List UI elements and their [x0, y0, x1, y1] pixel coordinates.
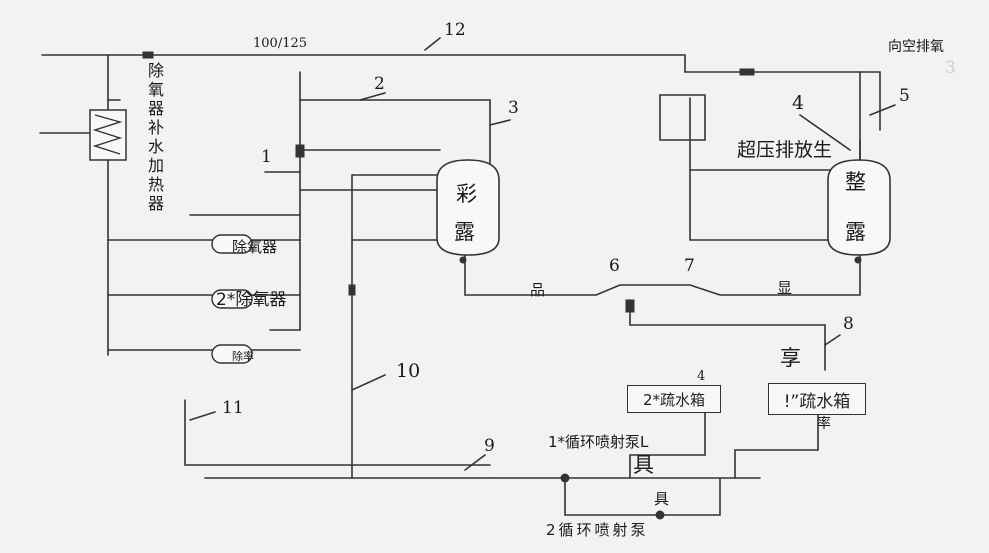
- label-deaerator-3: 除率: [232, 350, 254, 363]
- deaerator-2-shell: [211, 289, 253, 309]
- label-num-11: 11: [222, 398, 244, 418]
- label-deaerator-2: 2*除氧器: [216, 290, 287, 310]
- leader-8: [824, 334, 841, 346]
- tank-left-bottom: [464, 254, 597, 296]
- label-num-10: 10: [396, 360, 421, 382]
- label-num-12: 12: [444, 20, 466, 40]
- label-tank-right-1: 整: [845, 170, 866, 194]
- label-num-3-mid: 3: [508, 98, 519, 118]
- leader-10: [351, 374, 386, 391]
- drain-tank-2: 2*疏水箱: [627, 385, 721, 413]
- label-num-2: 2: [374, 74, 385, 94]
- valve-icon: [854, 256, 862, 264]
- valve-icon: [459, 256, 467, 264]
- label-pipe-size: 100/125: [253, 36, 308, 51]
- label-overpressure: 超压排放生: [737, 139, 833, 161]
- drain-tank-1: !”疏水箱: [768, 383, 866, 415]
- label-tank-right-2: 露: [845, 220, 866, 244]
- leader-12: [424, 37, 441, 51]
- makeup-heater-shell: [89, 109, 127, 161]
- label-xiang: 享: [780, 346, 801, 370]
- line-6-7: [595, 254, 861, 296]
- main-steam-header: [41, 54, 881, 131]
- label-num-3-top: 3: [945, 58, 956, 78]
- line-11: [184, 399, 206, 466]
- label-num-4-top: 4: [792, 92, 805, 114]
- leader-5: [869, 104, 896, 116]
- label-num-9: 9: [484, 436, 495, 456]
- leader-2: [359, 92, 386, 101]
- deaerator-3-shell: [211, 344, 253, 364]
- valve-icon: [348, 284, 356, 296]
- label-makeup-heater: 除氧器补水加热器: [145, 62, 164, 214]
- drain-tank-1-out: [734, 409, 819, 479]
- label-deaerator-1: 除氧器: [232, 238, 278, 256]
- heater-coil-icon: [92, 114, 123, 155]
- tank-right-shell: [827, 159, 891, 256]
- valve-icon: [142, 51, 154, 59]
- label-pump-2: 2循环喷射泵: [546, 521, 649, 539]
- label-ju-small: 具: [654, 490, 670, 508]
- label-num-1: 1: [261, 147, 272, 167]
- leader-4-top: [799, 114, 851, 151]
- leader-11: [189, 411, 216, 421]
- label-xian: 显: [777, 279, 793, 297]
- header-branch-down: [269, 71, 301, 331]
- label-vent-to-air: 向空排氧: [888, 39, 944, 55]
- leader-9: [464, 454, 486, 471]
- label-lv: 率: [817, 416, 831, 432]
- leader-3: [489, 119, 511, 126]
- label-tank-left-2: 露: [454, 220, 475, 244]
- label-num-7: 7: [684, 256, 695, 276]
- label-pin: 品: [530, 281, 546, 299]
- pump-icon: [560, 473, 570, 483]
- label-num-5: 5: [899, 86, 910, 106]
- valve-icon: [739, 68, 755, 76]
- label-tank-left-1: 彩: [456, 182, 477, 206]
- label-drain-tank-2: 2*疏水箱: [642, 390, 706, 409]
- valve-icon: [295, 144, 305, 158]
- label-num-4-mid: 4: [697, 369, 706, 384]
- label-ju-big: 具: [633, 453, 654, 477]
- valve-icon: [625, 299, 635, 313]
- label-num-6: 6: [609, 256, 620, 276]
- deaerator-1-shell: [211, 234, 253, 254]
- pump-bypass: [564, 477, 721, 516]
- valve-loop: [659, 94, 706, 141]
- label-pump-1: 1*循环喷射泵L: [548, 433, 649, 451]
- label-drain-tank-1: !”疏水箱: [783, 391, 851, 412]
- pump-icon: [655, 510, 665, 520]
- branch-to-tank-1: [299, 99, 491, 171]
- drain-tank-2-out: [629, 409, 706, 479]
- right-top-branch: [689, 97, 831, 241]
- tank-left-shell: [436, 159, 500, 256]
- label-num-8: 8: [843, 314, 854, 334]
